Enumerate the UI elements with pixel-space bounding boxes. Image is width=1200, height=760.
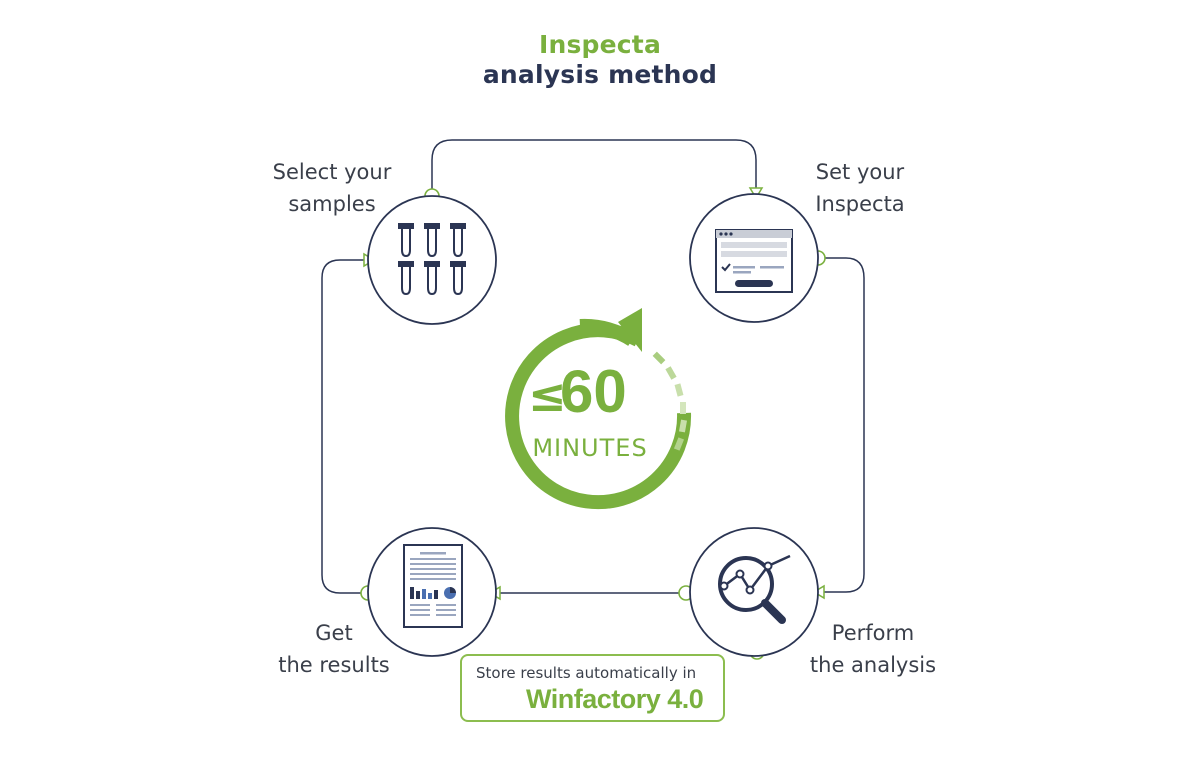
step-label-select-line2: samples xyxy=(288,192,376,216)
step-label-select-line1: Select your xyxy=(272,160,392,184)
arrow-into-set xyxy=(748,187,764,200)
settings-window-icon xyxy=(715,229,793,293)
step-label-select: Select your samples xyxy=(262,156,402,220)
storage-callout: Store results automatically in Winfactor… xyxy=(460,654,725,722)
timer-ring-icon xyxy=(505,308,692,510)
title-method: analysis method xyxy=(482,60,718,89)
magnifier-graph-icon xyxy=(718,554,791,624)
connector-set-to-perform xyxy=(818,257,865,593)
storage-product: Winfactory 4.0 xyxy=(526,684,704,714)
arrow-into-perform xyxy=(812,584,825,600)
title-product: Inspecta xyxy=(538,30,662,59)
step-label-perform-line1: Perform xyxy=(831,621,915,645)
test-tubes-icon xyxy=(398,223,466,296)
less-equal-symbol: ≤ xyxy=(528,368,567,422)
step-label-perform-line2: the analysis xyxy=(809,653,937,677)
connector-get-to-select xyxy=(321,259,368,594)
connector-select-to-set xyxy=(431,139,757,196)
duration-unit: MINUTES xyxy=(532,434,648,462)
step-label-set-line1: Set your xyxy=(815,160,905,184)
duration-number: 60 xyxy=(560,358,627,425)
step-label-get: Get the results xyxy=(262,617,406,681)
storage-text: Store results automatically in xyxy=(476,664,697,682)
step-label-set-line2: Inspecta xyxy=(815,192,905,216)
step-label-get-line2: the results xyxy=(278,653,390,677)
step-label-get-line1: Get xyxy=(315,621,353,645)
step-label-set: Set your Inspecta xyxy=(798,156,922,220)
report-document-icon xyxy=(403,544,463,628)
step-label-perform: Perform the analysis xyxy=(798,617,948,681)
